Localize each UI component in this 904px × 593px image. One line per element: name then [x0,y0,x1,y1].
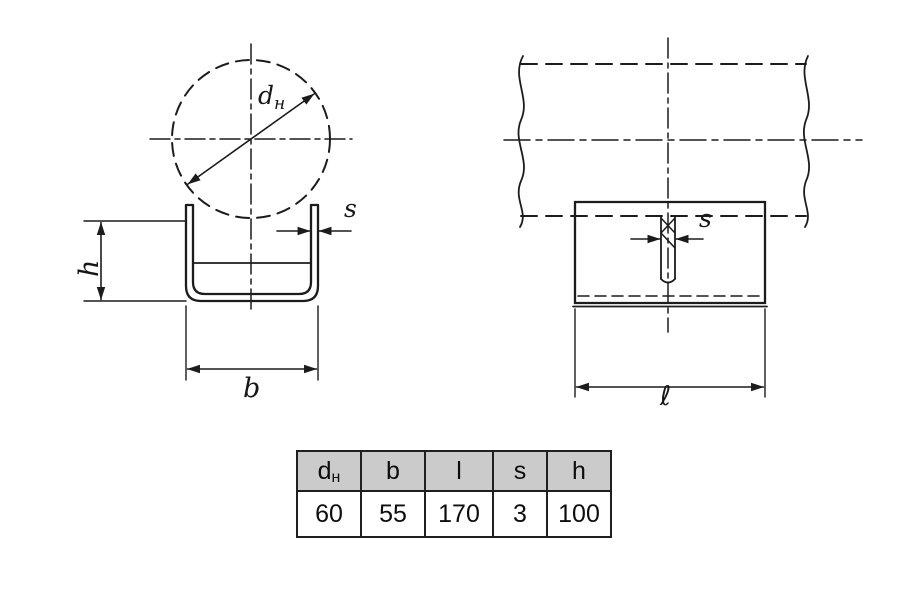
width-label: b [243,373,260,404]
length-label: ℓ [659,381,671,412]
channel-outer-profile [184,203,320,303]
side-view [503,37,863,398]
break-line-right [803,55,811,228]
channel-inner-profile [191,203,313,296]
value-cell-s: 3 [492,490,548,538]
value-cell-h: 100 [546,490,612,538]
value-cell-b: 55 [360,490,426,538]
break-line-left [517,55,525,228]
slot-hatch-3 [660,232,676,249]
slot-hatch-2 [660,217,676,234]
header-s-letter: s [513,456,527,485]
pipe-circle [171,59,331,219]
header-l-letter: l [456,456,462,485]
slot-bottom-edge [660,278,676,284]
header-cell-l: l [424,450,494,492]
diameter-dimension-line [187,93,315,185]
header-cell-b: b [360,450,426,492]
header-b-letter: b [386,456,400,485]
diameter-label: dн [258,81,285,114]
height-label: h [74,260,105,277]
front-thickness-label: s [344,194,357,223]
table-header-row: dн b l s h [296,450,612,492]
header-cell-dn: dн [296,450,362,492]
plate-outline [573,200,767,305]
header-dn-letter: d [317,456,332,485]
header-cell-s: s [492,450,548,492]
header-cell-h: h [546,450,612,492]
table-value-row: 60 55 170 3 100 [296,490,612,538]
value-cell-l: 170 [424,490,494,538]
dimension-table: dн b l s h 60 55 170 3 100 [296,450,612,538]
value-cell-dn: 60 [296,490,362,538]
side-thickness-label: s [699,204,712,233]
header-h-letter: h [572,456,586,485]
header-dn-subscript: н [331,468,341,486]
front-view [83,43,353,381]
